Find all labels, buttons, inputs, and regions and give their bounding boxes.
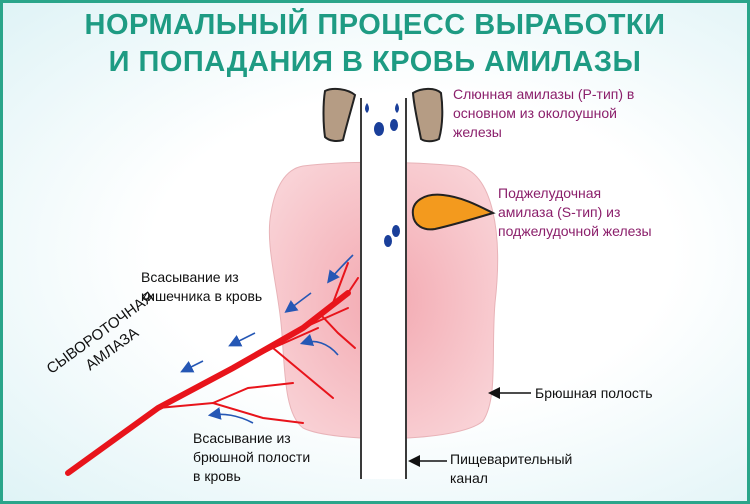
intestine-label-line: кишечника в кровь <box>141 288 263 304</box>
title-line-1: НОРМАЛЬНЫЙ ПРОЦЕСС ВЫРАБОТКИ <box>84 9 666 41</box>
pancreatic-label-line: поджелудочной железы <box>498 223 652 239</box>
title-line-2: И ПОПАДАНИЯ В КРОВЬ АМИЛАЗЫ <box>108 46 642 78</box>
blood-vessel-icon <box>65 262 359 476</box>
canal-label-line: Пищеварительный <box>450 451 573 467</box>
intestine-absorption-label: Всасывание из кишечника в кровь <box>141 268 262 306</box>
pancreatic-label-line: амилаза (S-тип) из <box>498 204 621 220</box>
pancreas-icon <box>411 193 496 231</box>
amylase-droplet-icon <box>365 103 400 247</box>
salivary-amylase-label: Слюнная амилазы (Р-тип) в основном из ок… <box>453 85 634 142</box>
salivary-label-line: Слюнная амилазы (Р-тип) в <box>453 86 635 102</box>
canal-label-line: канал <box>450 470 488 486</box>
diagram-svg <box>65 87 531 479</box>
digestive-canal-label: Пищеварительный канал <box>450 450 572 488</box>
salivary-label-line: основном из околоушной <box>453 105 617 121</box>
salivary-label-line: железы <box>453 124 502 140</box>
abdominal-absorption-label: Всасывание из брюшной полости в кровь <box>193 429 310 486</box>
salivary-gland-left-icon <box>322 87 357 142</box>
abdominal-absorption-line: Всасывание из <box>193 430 291 446</box>
salivary-gland-right-icon <box>411 87 444 143</box>
pancreatic-label-line: Поджелудочная <box>498 185 602 201</box>
pancreatic-amylase-label: Поджелудочная амилаза (S-тип) из поджелу… <box>498 184 652 241</box>
absorption-arrows <box>180 254 354 424</box>
abdominal-absorption-line: брюшной полости <box>193 449 311 465</box>
abdominal-absorption-line: в кровь <box>193 468 241 484</box>
abdominal-cavity-label: Брюшная полость <box>535 385 653 401</box>
intestine-label-line: Всасывание из <box>141 269 239 285</box>
